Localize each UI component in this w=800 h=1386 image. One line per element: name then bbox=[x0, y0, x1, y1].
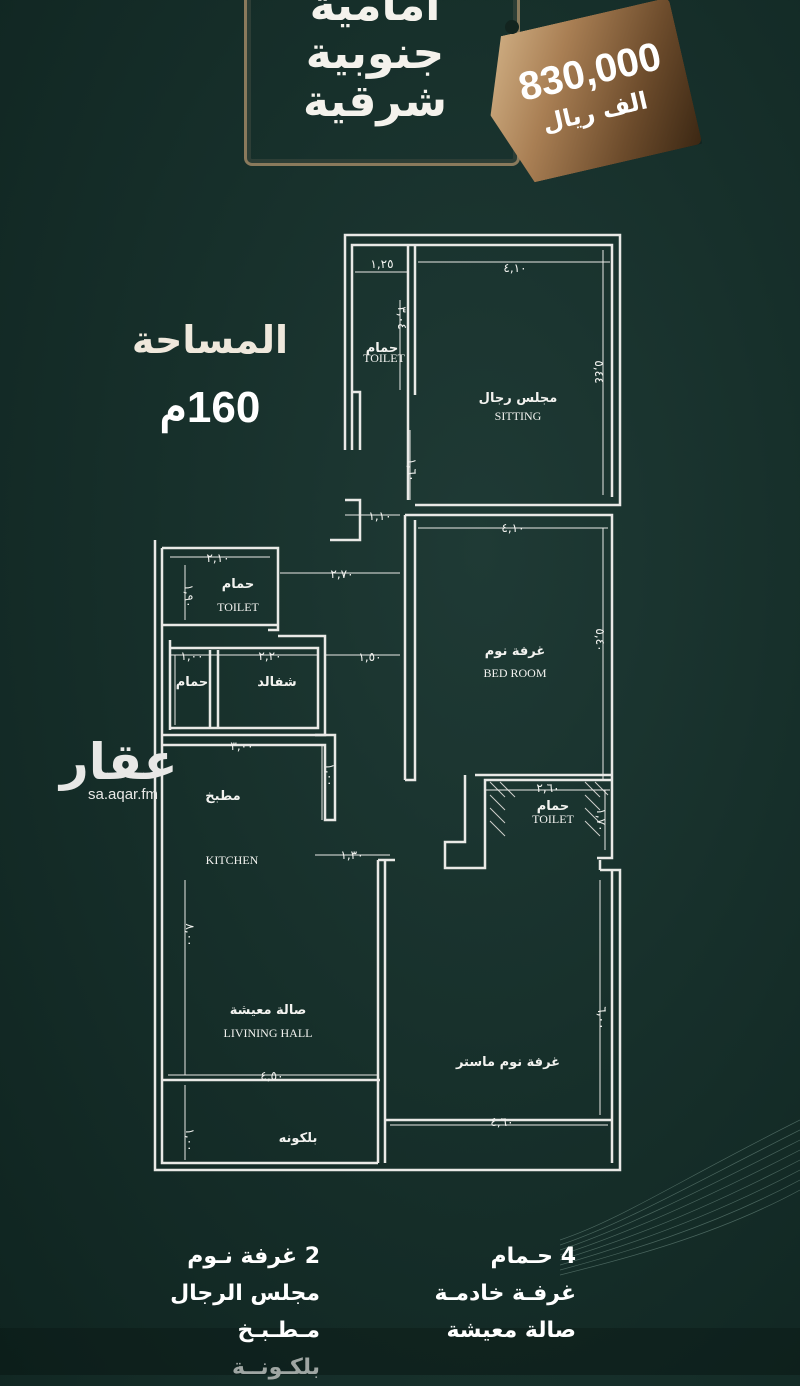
orientation-line-2: جنوبية bbox=[305, 28, 445, 79]
dim-label: ١,٥٠ bbox=[358, 650, 381, 664]
shaft-label-ar: شفالد bbox=[257, 675, 296, 690]
dim-label: ١,٦٠ bbox=[405, 458, 419, 481]
dim-label: ١,٧٠ bbox=[594, 808, 608, 831]
feature-item: 4 حـمام bbox=[490, 1244, 576, 1269]
toilet4-label-ar: حمام bbox=[537, 799, 570, 814]
dim-label: ٤,٦٠ bbox=[490, 1115, 513, 1129]
bottom-band bbox=[0, 1328, 800, 1375]
toilet3-label-ar: حمام bbox=[176, 675, 209, 690]
dim-label: ١,٠٠ bbox=[180, 649, 203, 663]
dim-label: ٦,٠٠ bbox=[595, 1006, 609, 1029]
dim-label: ٣,٠٠ bbox=[230, 739, 253, 753]
dim-label: ٨,٠٠ bbox=[183, 923, 197, 946]
sitting-label-en: SITTING bbox=[495, 409, 542, 423]
feature-item: مـطـبـخ bbox=[237, 1318, 320, 1343]
dim-label: ١,٠٠ bbox=[183, 1128, 197, 1151]
feature-item: مجلس الرجال bbox=[170, 1281, 320, 1306]
dim-label: ١,٩٠ bbox=[182, 584, 196, 607]
area-value: 160م bbox=[159, 383, 261, 432]
toilet4-label-en: TOILET bbox=[532, 812, 574, 826]
features-right-list: 2 غرفة نـوم مجلس الرجال مـطـبـخ بلكـونــ… bbox=[60, 1238, 320, 1386]
balcony-label-ar: بلكونه bbox=[279, 1131, 318, 1146]
toilet2-label-ar: حمام bbox=[222, 577, 255, 592]
bedroom-label-en: BED ROOM bbox=[483, 666, 546, 680]
dim-label: ٣,٠٤ bbox=[395, 306, 409, 329]
dimension-lines bbox=[168, 250, 610, 1160]
dim-label: ١,١٠ bbox=[368, 509, 391, 523]
orientation-line-1: أمامية bbox=[309, 0, 441, 31]
dim-label: ٥,٤٠ bbox=[593, 628, 607, 651]
feature-item: بلكـونــة bbox=[232, 1355, 320, 1380]
dim-label: ٢,٦٠ bbox=[536, 781, 559, 795]
area-title: المساحة bbox=[131, 318, 289, 362]
features-col-left: 4 حـمام غرفـة خادمـة صالة معيشة bbox=[318, 1238, 576, 1349]
dim-label: ٢,٢٠ bbox=[258, 649, 281, 663]
toilet2-label-en: TOILET bbox=[217, 600, 259, 614]
dim-label: ٤,١٠ bbox=[503, 261, 526, 275]
living-label-en: LIVINING HALL bbox=[224, 1026, 313, 1040]
orientation-text: أمامية جنوبية شرقية bbox=[250, 0, 500, 126]
toilet1-label-ar: حمام bbox=[366, 341, 399, 356]
dim-label: ١,٢٥ bbox=[370, 257, 393, 271]
dim-label: ٥,٤٤ bbox=[592, 360, 606, 383]
dim-label: ١,٣٠ bbox=[340, 848, 363, 862]
watermark-logo: عقار bbox=[60, 733, 178, 791]
feature-item: غرفـة خادمـة bbox=[434, 1281, 576, 1306]
dim-label: ٢,٧٠ bbox=[330, 567, 353, 581]
living-label-ar: صالة معيشة bbox=[230, 1003, 307, 1018]
feature-item: 2 غرفة نـوم bbox=[187, 1244, 320, 1269]
dim-label: ٤,١٠ bbox=[501, 521, 524, 535]
bedroom-label-ar: غرفة نوم bbox=[485, 644, 545, 659]
watermark-url: sa.aqar.fm bbox=[88, 786, 159, 803]
dim-label: ٢,١٠ bbox=[206, 551, 229, 565]
kitchen-label-ar: مطبخ bbox=[205, 789, 240, 804]
dim-label: ١,٠٠ bbox=[323, 763, 337, 786]
master-bedroom-label-ar: غرفة نوم ماستر bbox=[455, 1055, 560, 1070]
dim-label: ٤,٥٠ bbox=[260, 1069, 283, 1083]
orientation-line-3: شرقية bbox=[302, 76, 448, 127]
feature-item: صالة معيشة bbox=[446, 1318, 576, 1343]
toilet1-label-en: TOILET bbox=[363, 351, 405, 365]
sitting-label-ar: مجلس رجال bbox=[479, 391, 558, 406]
decorative-wave-lines bbox=[560, 1119, 800, 1276]
kitchen-label-en: KITCHEN bbox=[206, 853, 259, 867]
